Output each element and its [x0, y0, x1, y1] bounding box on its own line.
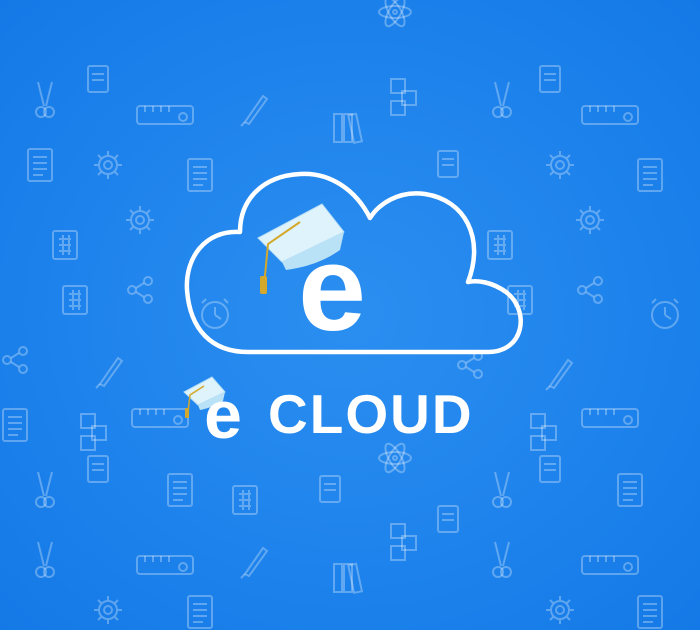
graduation-cap-icon: [257, 203, 345, 294]
wordmark-letter-e: e: [204, 377, 242, 453]
cloud-outline-icon: [184, 171, 523, 355]
small-graduation-cap-icon: [183, 376, 226, 418]
brand-word: CLOUD: [268, 383, 474, 445]
